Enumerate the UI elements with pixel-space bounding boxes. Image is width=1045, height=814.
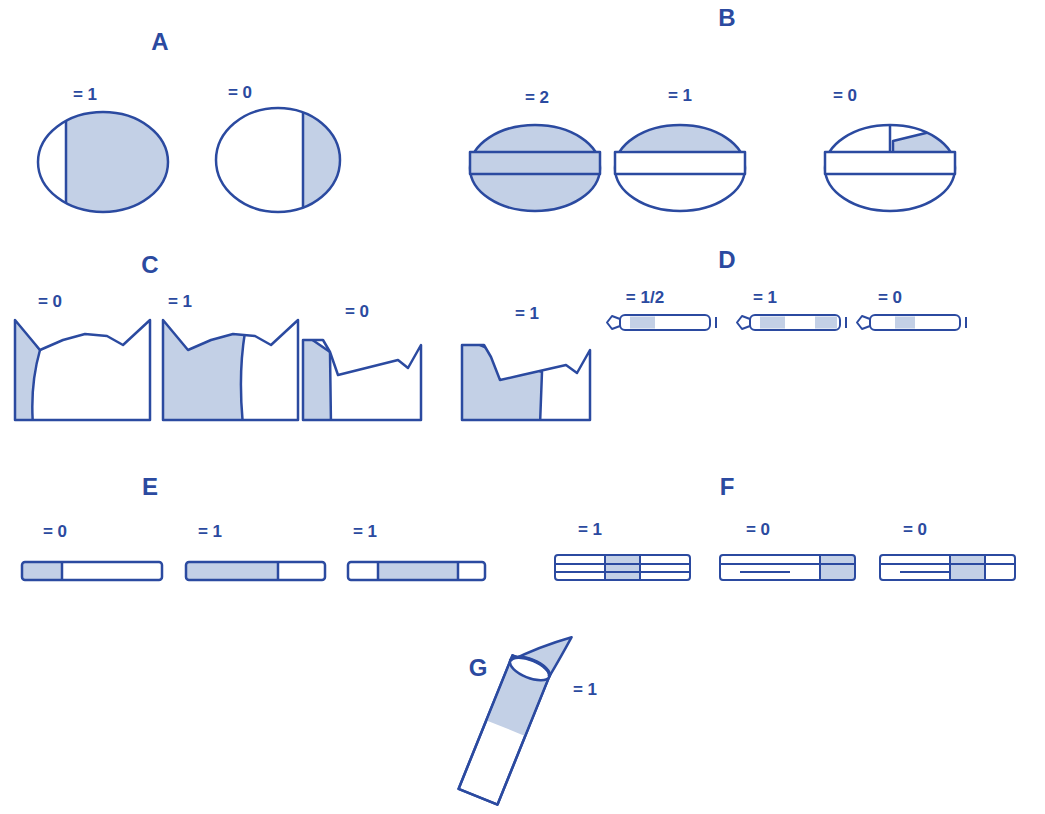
disc-figure	[216, 100, 348, 220]
panel-letter: F	[720, 474, 735, 500]
score-label: = 0	[228, 84, 252, 103]
crown-figure	[10, 310, 150, 425]
disc-figure	[38, 105, 176, 220]
score-label: = 1	[515, 305, 539, 324]
score-label: = 0	[746, 521, 770, 540]
panel-letter: B	[718, 5, 735, 31]
band-ellipse-figure	[470, 125, 600, 211]
score-label: = 1	[353, 523, 377, 542]
score-label: = 0	[345, 303, 369, 322]
band-ellipse-figure	[610, 120, 750, 211]
tube-figure	[607, 315, 716, 330]
score-label: = 0	[38, 293, 62, 312]
crown-figure	[158, 310, 298, 425]
score-label: = 0	[903, 521, 927, 540]
score-label: = 1	[753, 289, 777, 308]
layered-bar-figure	[880, 555, 1015, 580]
score-label: = 1	[168, 293, 192, 312]
score-label: = 0	[43, 523, 67, 542]
tube-figure	[857, 315, 966, 330]
tube-figure	[737, 315, 846, 330]
score-label: = 1/2	[626, 289, 664, 308]
crown-figure	[298, 330, 421, 425]
score-label: = 1	[198, 523, 222, 542]
score-label: = 1	[73, 86, 97, 105]
bar-figure	[22, 562, 162, 580]
score-label: = 0	[878, 289, 902, 308]
panel-letter: A	[151, 29, 168, 55]
tilted-tube-figure	[459, 619, 572, 807]
score-label: = 1	[578, 521, 602, 540]
bar-figure	[348, 562, 485, 580]
panel-letter: D	[718, 247, 735, 273]
panel-letter: G	[469, 655, 488, 681]
crown-figure	[457, 335, 590, 425]
score-label: = 2	[525, 89, 549, 108]
panel-letter: E	[142, 474, 158, 500]
layered-bar-figure	[720, 555, 855, 580]
score-label: = 1	[573, 681, 597, 700]
bar-figure	[186, 562, 325, 580]
score-label: = 0	[833, 87, 857, 106]
layered-bar-figure	[555, 555, 690, 580]
band-ellipse-figure	[825, 118, 962, 211]
score-label: = 1	[668, 87, 692, 106]
panel-letter: C	[141, 252, 158, 278]
